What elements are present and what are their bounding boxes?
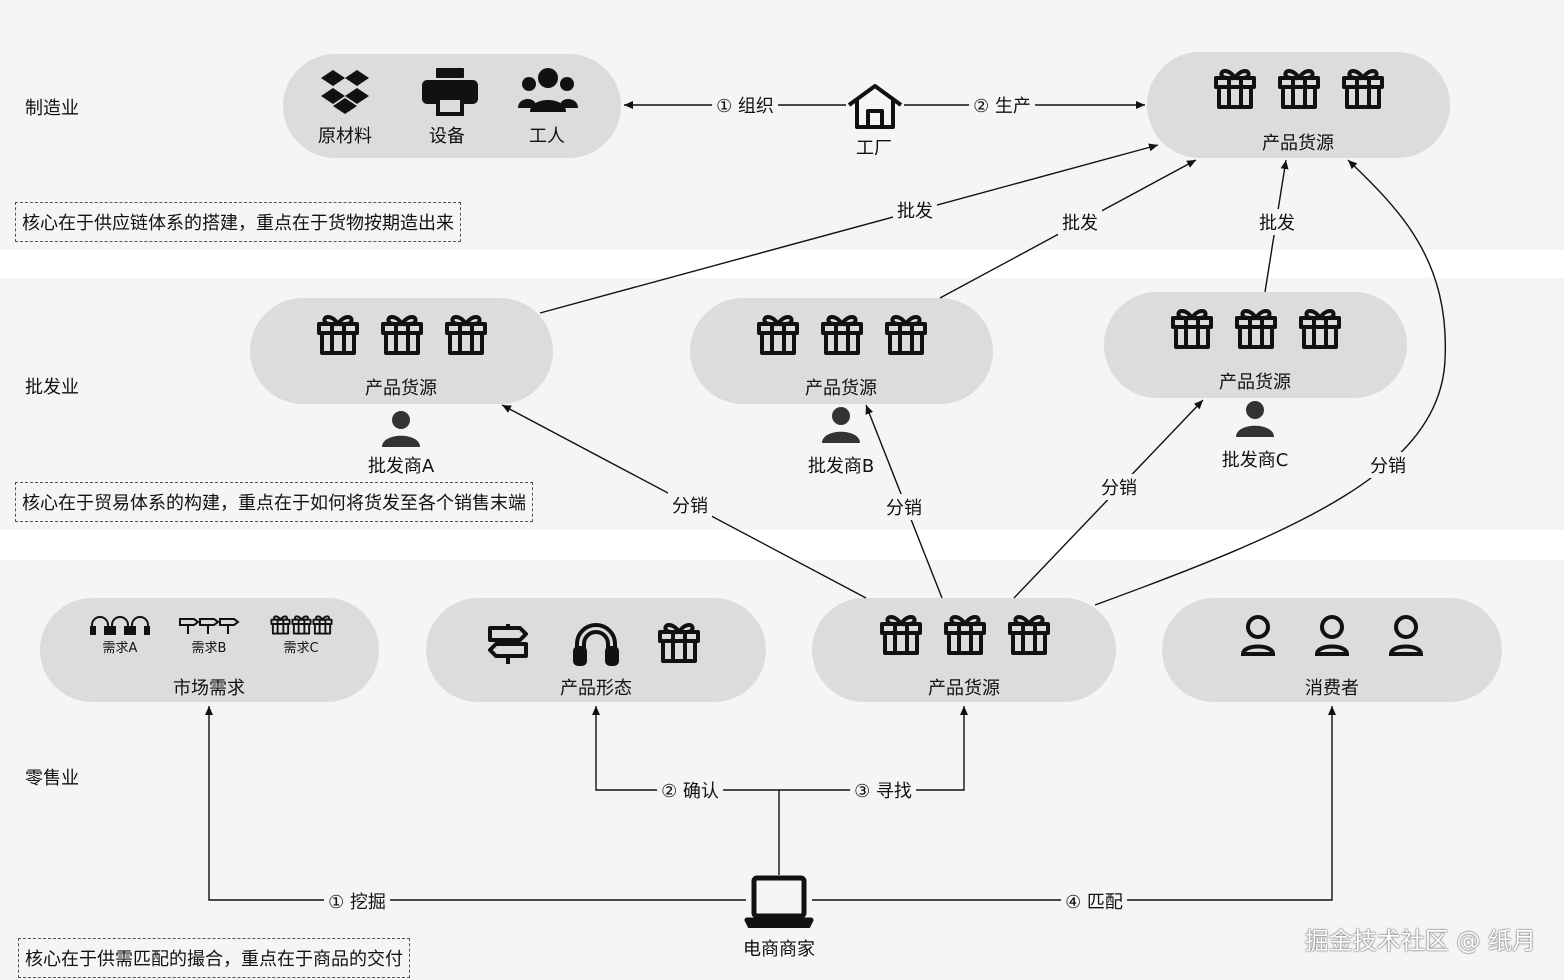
edge-label-wholesale-b: 批发 <box>1058 209 1102 235</box>
input-label-workers: 工人 <box>529 126 565 147</box>
wholesale-products-label-a: 产品货源 <box>365 378 437 399</box>
gift-icon <box>658 623 700 663</box>
gift-icon <box>880 615 922 655</box>
edge-label-distribute-a: 分销 <box>668 492 712 518</box>
edge-label-distribute-d: 分销 <box>1366 452 1410 478</box>
gift-icon <box>1299 309 1341 349</box>
edge-label-match: ④ 匹配 <box>1061 888 1127 914</box>
note-wholesale: 核心在于贸易体系的构建，重点在于如何将货发至各个销售末端 <box>15 482 533 522</box>
retail-products-pill <box>812 598 1116 702</box>
user-icon <box>1236 401 1274 437</box>
signpost-icon <box>488 624 528 664</box>
demand-label-a: 需求A <box>102 641 138 656</box>
gift-icon <box>317 315 359 355</box>
input-label-equipment: 设备 <box>429 126 465 147</box>
house-icon <box>847 84 903 129</box>
note-manufacturing: 核心在于供应链体系的搭建，重点在于货物按期造出来 <box>15 202 461 242</box>
market-label: 市场需求 <box>173 678 245 699</box>
person-outline-icon <box>1314 615 1350 656</box>
gift-icon <box>821 315 863 355</box>
gift-icon <box>1008 615 1050 655</box>
section-wholesale: 批发业 <box>25 377 79 398</box>
trader-label-a: 批发商A <box>367 456 435 477</box>
market-pill <box>40 598 379 702</box>
signpost-icon <box>179 618 240 634</box>
person-outline-icon <box>1240 615 1276 656</box>
gift-icon <box>1171 309 1213 349</box>
edge-label-find: ③ 寻找 <box>850 777 916 803</box>
mfg-products-label: 产品货源 <box>1262 133 1334 154</box>
edge-label-mine: ① 挖掘 <box>324 888 390 914</box>
product-form-pill <box>426 598 766 702</box>
person-outline-icon <box>1388 615 1424 656</box>
edge-label-distribute-c: 分销 <box>1097 474 1141 500</box>
gift-icon <box>381 315 423 355</box>
gift-icon <box>885 315 927 355</box>
retail-products-label: 产品货源 <box>928 678 1000 699</box>
gift-icon <box>312 615 333 635</box>
edge-label-confirm: ② 确认 <box>657 777 723 803</box>
headphones-icon <box>90 616 150 635</box>
users-icon <box>518 68 578 112</box>
gift-icon <box>1214 69 1256 109</box>
edge-label-produce: ② 生产 <box>969 92 1035 118</box>
user-icon <box>822 407 860 443</box>
wholesale-products-label-c: 产品货源 <box>1219 372 1291 393</box>
gift-icon <box>291 615 312 635</box>
dropbox-icon <box>321 70 369 114</box>
section-retail: 零售业 <box>25 768 79 789</box>
trader-label-c: 批发商C <box>1221 450 1289 471</box>
consumers-label: 消费者 <box>1305 678 1359 699</box>
headphones-icon <box>573 623 619 666</box>
user-icon <box>382 411 420 447</box>
demand-label-b: 需求B <box>191 641 227 656</box>
input-label-raw: 原材料 <box>318 126 372 147</box>
gift-icon <box>1342 69 1384 109</box>
product-form-label: 产品形态 <box>560 678 632 699</box>
gift-icon <box>757 315 799 355</box>
wholesale-products-label-b: 产品货源 <box>805 378 877 399</box>
printer-icon <box>422 68 478 116</box>
gift-icon <box>1235 309 1277 349</box>
demand-label-c: 需求C <box>283 641 319 656</box>
edge-label-distribute-b: 分销 <box>882 494 926 520</box>
watermark: 掘金技术社区 @ 纸月 <box>1304 927 1536 955</box>
edge-label-organize: ① 组织 <box>712 92 778 118</box>
gift-icon <box>270 615 291 635</box>
gift-icon <box>944 615 986 655</box>
laptop-icon <box>744 875 814 928</box>
gift-icon <box>1278 69 1320 109</box>
gift-icon <box>445 315 487 355</box>
edge-label-wholesale-a: 批发 <box>893 197 937 223</box>
note-retail: 核心在于供需匹配的撮合，重点在于商品的交付 <box>18 938 410 978</box>
merchant-label: 电商商家 <box>743 939 815 960</box>
edge-label-wholesale-c: 批发 <box>1255 209 1299 235</box>
section-manufacturing: 制造业 <box>25 98 79 119</box>
factory-label: 工厂 <box>856 138 892 159</box>
trader-label-b: 批发商B <box>807 456 875 477</box>
